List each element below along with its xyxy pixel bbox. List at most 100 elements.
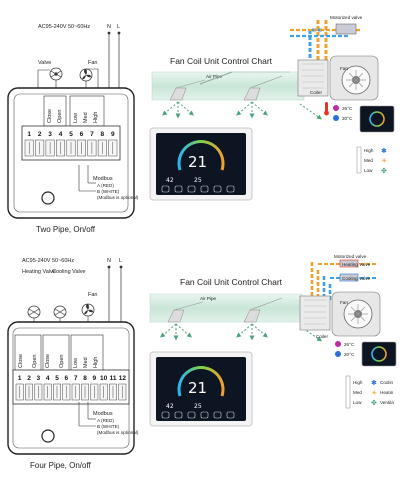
chart-title: Fan Coil Unit Control Chart bbox=[170, 56, 273, 66]
lcd-button-icon bbox=[161, 411, 170, 419]
lcd-button-icon bbox=[213, 185, 222, 193]
modbus-note: (Modbus is optional) bbox=[97, 430, 139, 435]
modbus-label: Modbus bbox=[93, 411, 113, 417]
lcd-button-icon bbox=[200, 411, 209, 419]
lcd-button-icon bbox=[226, 185, 235, 193]
lcd-button-icon bbox=[174, 185, 183, 193]
modbus-a-label: A (RED) bbox=[97, 418, 114, 423]
terminal-n-label: N bbox=[107, 258, 111, 264]
motorized-valve-label: Motorized valve bbox=[334, 254, 367, 259]
ventilation-desc: Ventila bbox=[380, 400, 394, 405]
heating-desc: Heatin bbox=[380, 390, 394, 395]
airflow-arrow bbox=[251, 323, 268, 338]
cold-dot bbox=[333, 115, 339, 121]
modbus-label: Modbus bbox=[93, 176, 113, 182]
lcd-button-icon bbox=[200, 185, 209, 193]
motorized-valve-label: Motorized valve bbox=[330, 15, 363, 20]
fan-unit bbox=[331, 291, 381, 337]
temp-hot-label: 26°C bbox=[344, 342, 355, 347]
relay-low-label: Low bbox=[73, 358, 79, 368]
panel-caption: Four Pipe, On/off bbox=[30, 461, 92, 470]
cold-dot bbox=[335, 351, 341, 357]
terminal-number: 4 bbox=[59, 131, 63, 138]
mini-thermostat bbox=[361, 341, 397, 367]
snowflake-icon: ✱ bbox=[371, 379, 377, 387]
cooling-valve-tag: Cooling Valve bbox=[342, 276, 370, 281]
airflow-arrows bbox=[162, 101, 323, 120]
relay-heat-open-label: Open bbox=[32, 355, 38, 368]
heating-valve-icon bbox=[27, 305, 41, 319]
fan-unit-label: Fan bbox=[340, 66, 348, 71]
sun-icon: ☀ bbox=[371, 389, 377, 397]
air-pipe-label: Air Pipe bbox=[206, 74, 223, 79]
terminal-n-label: N bbox=[107, 24, 111, 30]
relay-med-label: Med bbox=[83, 357, 89, 368]
cooling-valve-icon bbox=[339, 273, 359, 282]
airflow-arrows bbox=[160, 323, 323, 342]
heating-valve-label: Heating Valve bbox=[22, 269, 56, 275]
relay-open-label: Open bbox=[57, 110, 63, 123]
motorized-valve-icon bbox=[335, 23, 357, 35]
coiler bbox=[297, 59, 329, 97]
terminal-number: 2 bbox=[27, 375, 31, 382]
temp-cold-label: 20°C bbox=[344, 352, 355, 357]
airflow-arrow bbox=[236, 101, 253, 116]
mounting-hole bbox=[41, 191, 55, 205]
relay-high-label: High bbox=[93, 112, 99, 123]
relay-close-label: Close bbox=[47, 109, 53, 123]
thermometer-hot-icon bbox=[324, 102, 329, 116]
airflow-arrow bbox=[236, 323, 253, 338]
lcd-button-icon bbox=[213, 411, 222, 419]
airflow-arrow bbox=[177, 101, 194, 116]
fan-icon bbox=[81, 303, 95, 317]
heating-valve-tag: Heating Valve bbox=[342, 262, 371, 267]
terminal-number: 9 bbox=[111, 131, 115, 138]
mounting-hole bbox=[41, 429, 55, 443]
terminal-l-label: L bbox=[117, 24, 120, 30]
cooling-valve-label: Cooling Valve bbox=[52, 269, 86, 275]
chart-title: Fan Coil Unit Control Chart bbox=[180, 277, 283, 287]
terminal-number: 2 bbox=[38, 131, 42, 138]
terminal-number: 5 bbox=[69, 131, 73, 138]
lcd-setpoint: 25 bbox=[194, 403, 202, 410]
valve-icon bbox=[49, 67, 63, 81]
airflow-arrow bbox=[162, 101, 179, 116]
speed-med-label: Med bbox=[364, 158, 373, 163]
terminal-number: 10 bbox=[100, 375, 108, 382]
valve-label: Valve bbox=[38, 60, 51, 66]
terminal-number: 3 bbox=[48, 131, 52, 138]
modbus-b-label: B (WHITE) bbox=[97, 424, 120, 429]
airflow-arrow bbox=[299, 103, 323, 120]
terminal-number: 9 bbox=[93, 375, 97, 382]
terminal-number: 1 bbox=[27, 131, 31, 138]
hot-dot bbox=[333, 105, 339, 111]
relay-med-label: Med bbox=[83, 112, 89, 123]
lcd-button-icon bbox=[174, 411, 183, 419]
supply-label: AC95-240V 50~60Hz bbox=[38, 24, 90, 30]
fan-unit-label: Fan bbox=[340, 300, 348, 305]
lcd-button-icon bbox=[226, 411, 235, 419]
air-pipe-label: Air Pipe bbox=[200, 296, 217, 301]
terminal-number: 5 bbox=[55, 375, 59, 382]
airflow-arrow bbox=[160, 323, 177, 338]
coiler bbox=[299, 295, 331, 331]
relay-cool-close-label: Close bbox=[45, 354, 51, 368]
terminal-number: 1 bbox=[18, 375, 22, 382]
cooling-valve-icon bbox=[53, 305, 67, 319]
modbus-note: (Modbus is optional) bbox=[97, 195, 139, 200]
mini-thermostat bbox=[359, 105, 395, 133]
panel-caption: Two Pipe, On/off bbox=[36, 225, 96, 234]
lcd-button-icon bbox=[187, 185, 196, 193]
terminal-number: 7 bbox=[74, 375, 78, 382]
relay-labels: Close Open Low Med High bbox=[47, 109, 99, 123]
lcd-temperature: 21 bbox=[188, 379, 207, 397]
terminal-number: 12 bbox=[119, 375, 127, 382]
terminal-number: 8 bbox=[101, 131, 105, 138]
relay-high-label: High bbox=[93, 357, 99, 368]
relay-low-label: Low bbox=[73, 113, 79, 123]
speed-low-label: Low bbox=[364, 168, 373, 173]
cooling-desc: Coolin bbox=[380, 380, 393, 385]
speed-med-label: Med bbox=[353, 390, 362, 395]
lcd-button-icon bbox=[187, 411, 196, 419]
panel-two-pipe: AC95-240V 50~60Hz N L Valve Fan Close Op… bbox=[7, 15, 395, 234]
